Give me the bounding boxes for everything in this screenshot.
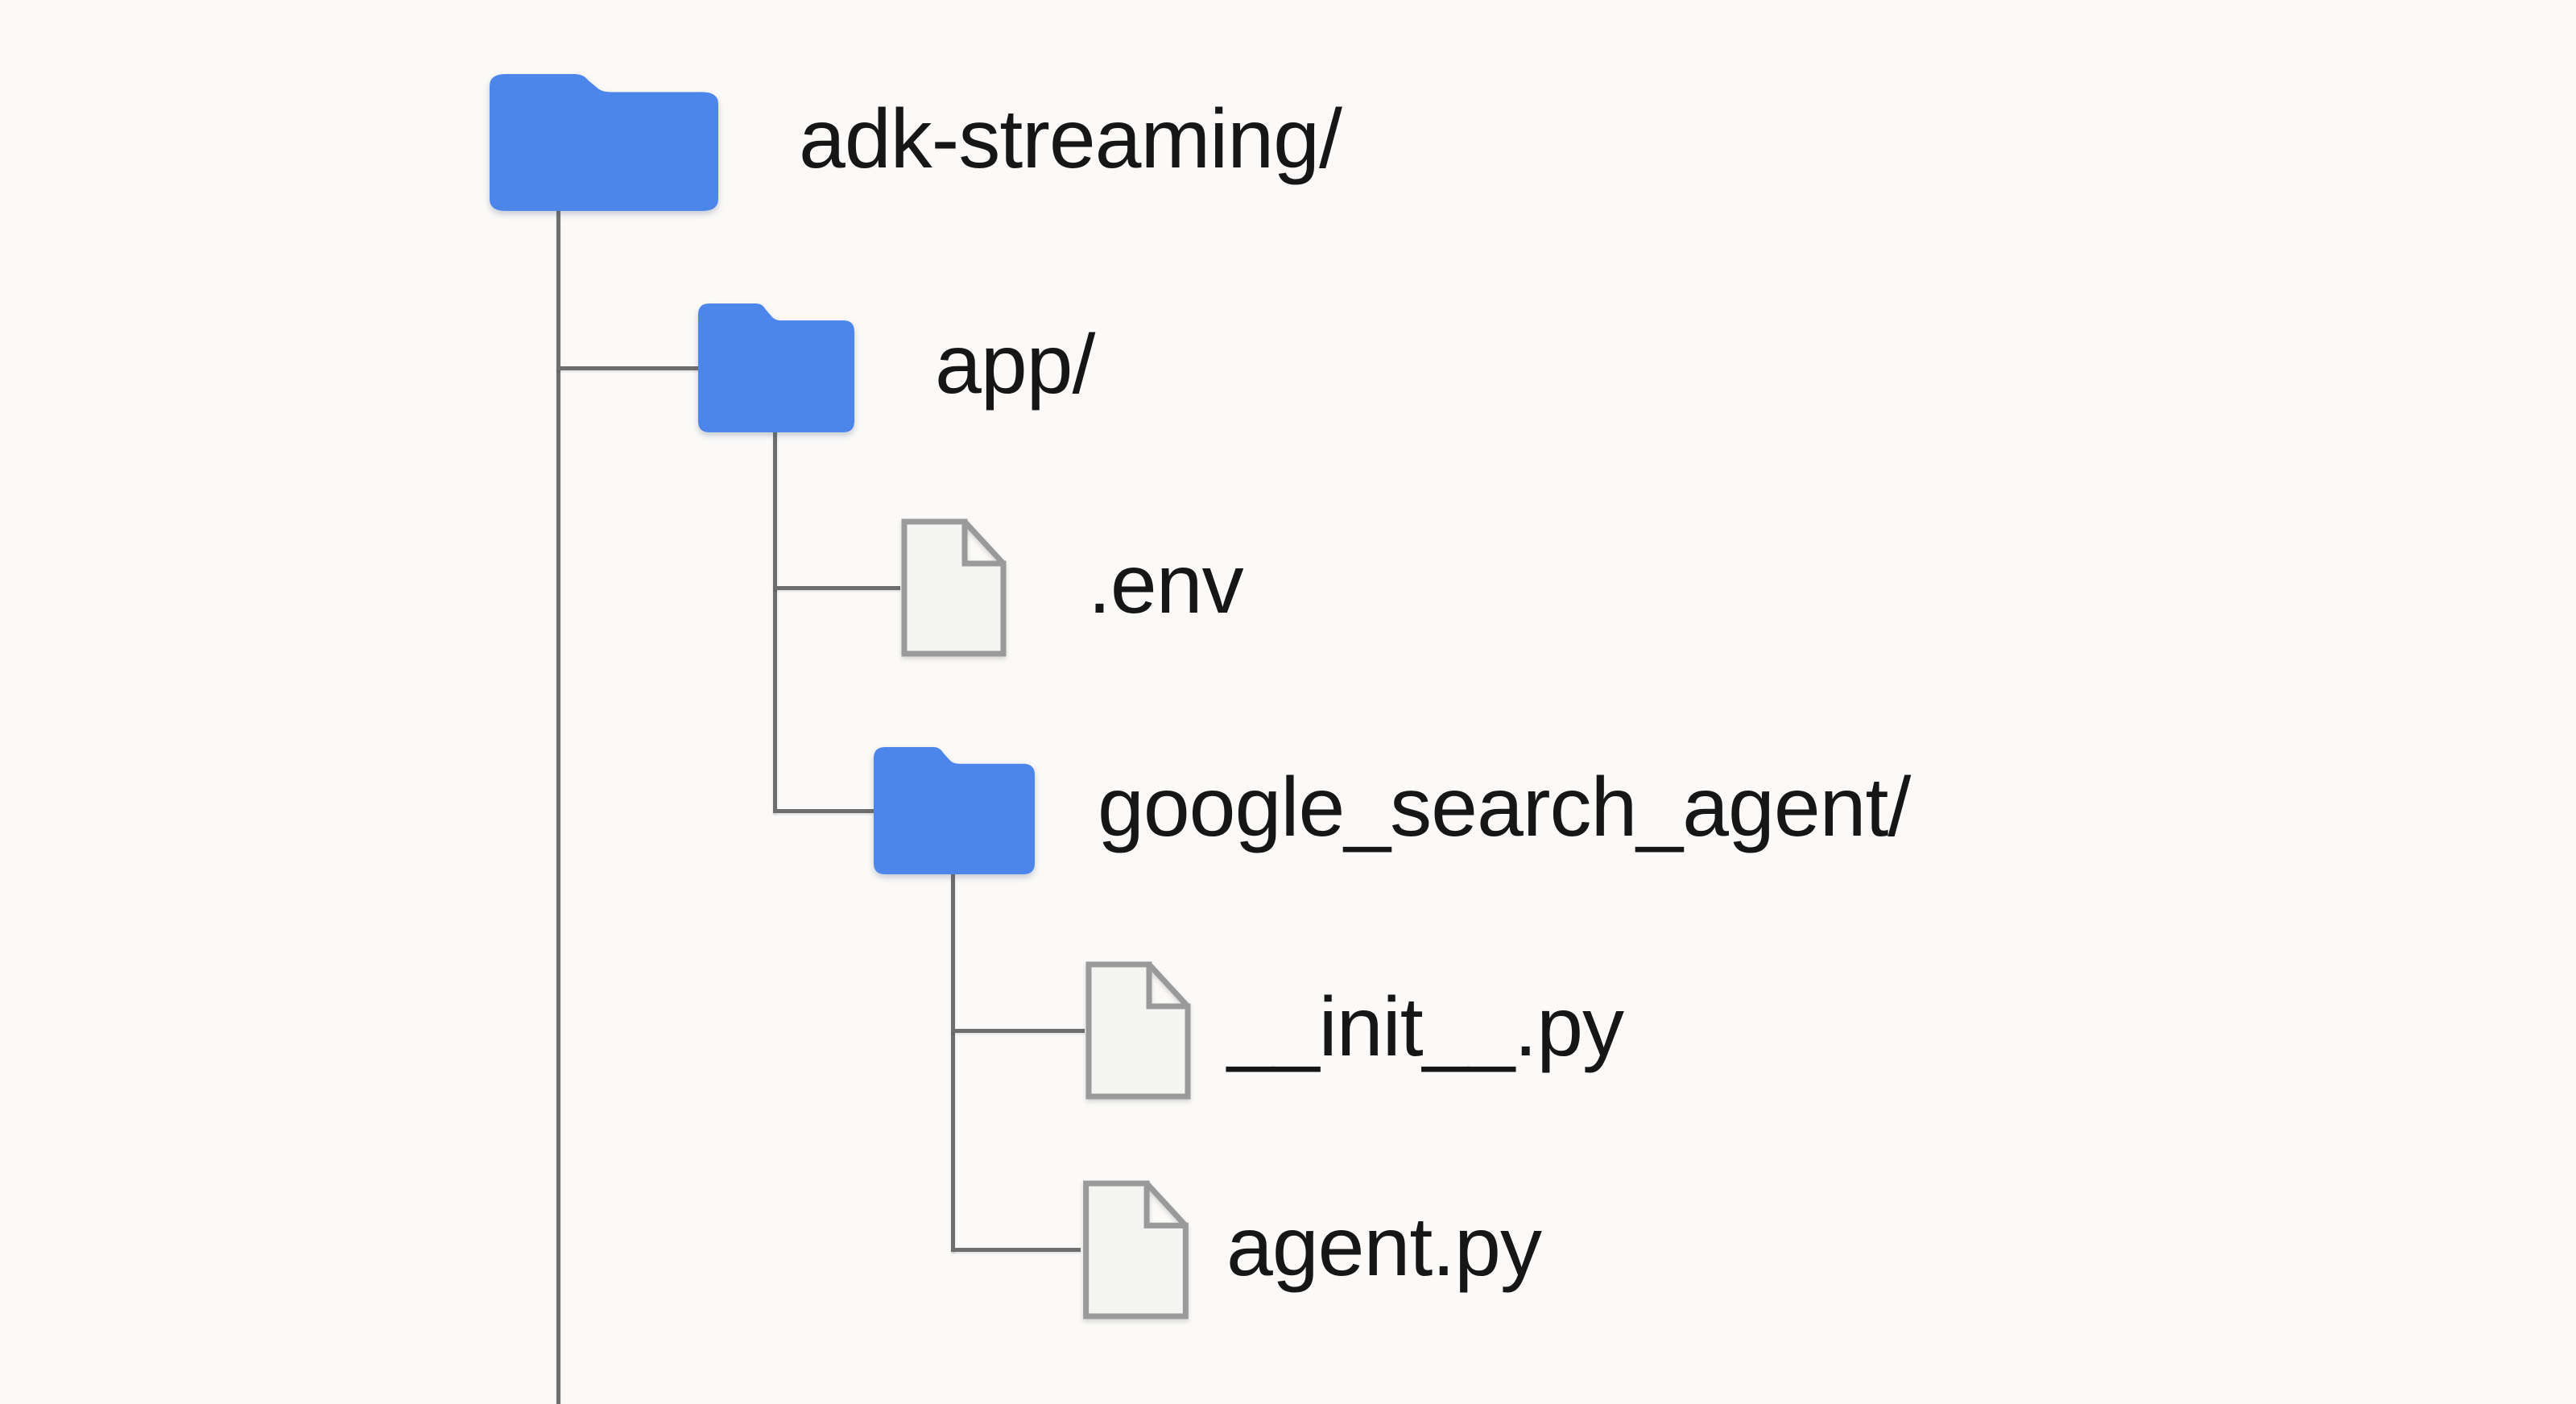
- file-fold-corner: [1147, 962, 1190, 1009]
- tree-node-agent-py: agent.py: [1081, 1179, 1542, 1320]
- tree-node-init-py: __init__.py: [1085, 960, 1624, 1100]
- file-fold-corner: [1144, 1181, 1188, 1228]
- tree-trunk-line-root: [556, 208, 560, 1404]
- tree-node-app: app/: [698, 304, 1095, 432]
- folder-shape: [874, 747, 1035, 874]
- file-fold-corner: [962, 519, 1006, 566]
- node-label: app/: [935, 318, 1095, 411]
- node-label: google_search_agent/: [1098, 761, 1911, 854]
- node-label: .env: [1088, 538, 1244, 631]
- tree-branch-line-env: [773, 586, 900, 590]
- file-icon: [1083, 1180, 1189, 1319]
- folder-icon: [874, 747, 1035, 874]
- tree-node-google-search-agent: google_search_agent/: [874, 747, 1911, 874]
- tree-branch-line-google-search-agent: [773, 809, 874, 813]
- node-label: __init__.py: [1227, 981, 1624, 1074]
- file-icon: [901, 518, 1007, 657]
- node-label: adk-streaming/: [799, 93, 1342, 186]
- file-page-shape: [1085, 961, 1191, 1100]
- file-page-shape: [1083, 1180, 1189, 1319]
- tree-branch-line-init: [951, 1029, 1085, 1033]
- folder-shape: [490, 74, 718, 211]
- tree-branch-line-app: [556, 366, 698, 370]
- node-label: agent.py: [1226, 1200, 1542, 1294]
- folder-icon: [698, 304, 854, 432]
- tree-node-adk-streaming: adk-streaming/: [490, 74, 1342, 211]
- folder-icon: [490, 74, 718, 211]
- tree-trunk-line-app: [773, 431, 777, 813]
- folder-shape: [698, 304, 854, 432]
- tree-branch-line-agent: [951, 1248, 1081, 1252]
- file-icon: [1085, 961, 1191, 1100]
- tree-node-env: .env: [900, 518, 1244, 658]
- tree-trunk-line-google-search-agent: [951, 873, 955, 1252]
- file-page-shape: [901, 518, 1007, 657]
